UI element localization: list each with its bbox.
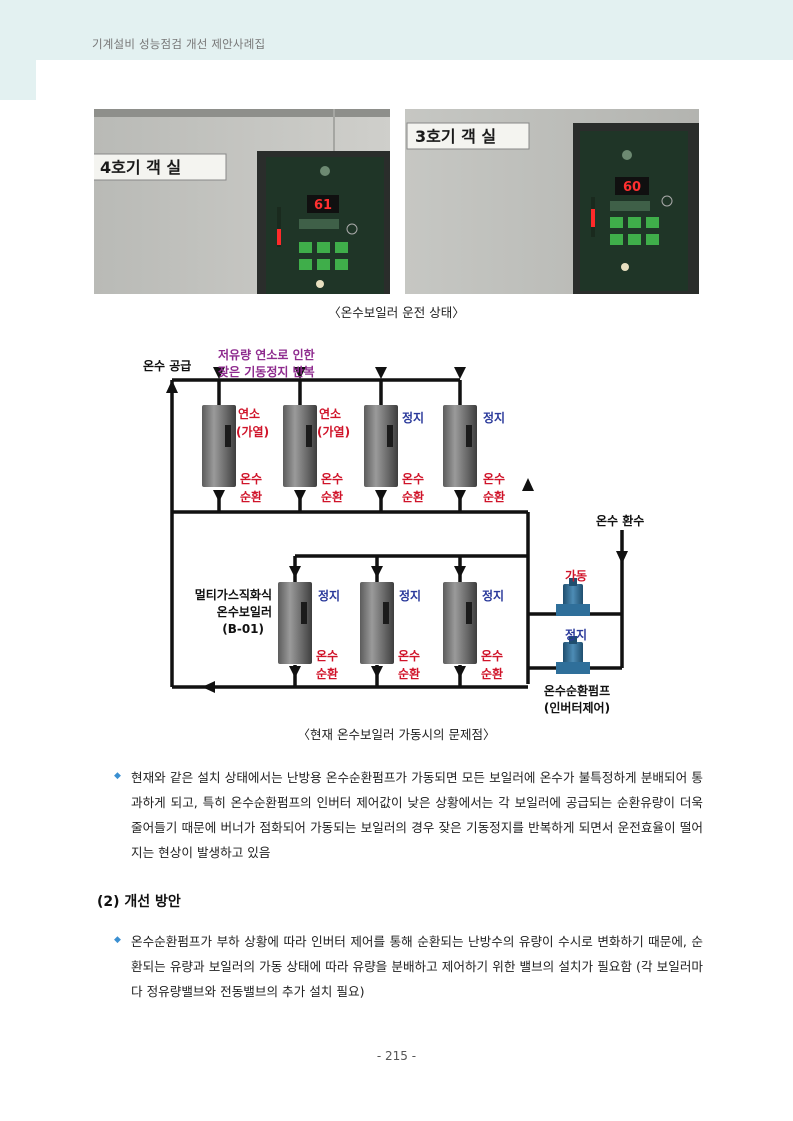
note-line-1: 저유량 연소로 인한 <box>218 347 315 362</box>
flow-bottom-2a: 온수 <box>398 648 420 663</box>
pump-stopped-label: 정지 <box>565 627 587 642</box>
section-title: (2) 개선 방안 <box>97 894 181 910</box>
boiler-photo-unit4: 4호기 객 실 61 <box>94 109 390 294</box>
display-value-right: 60 <box>623 180 641 195</box>
status-bottom-1: 정지 <box>318 588 340 603</box>
flow-top-2a: 온수 <box>321 471 343 486</box>
flow-top-2b: 순환 <box>321 489 343 504</box>
status-top-4: 정지 <box>483 410 505 425</box>
status-top-1: 연소 <box>238 406 260 421</box>
flow-top-1a: 온수 <box>240 471 262 486</box>
pump-running-label: 가동 <box>565 568 587 583</box>
supply-label: 온수 공급 <box>143 358 191 373</box>
pump-stopped-icon <box>556 636 590 674</box>
pump-label-line-1: 온수순환펌프 <box>544 683 610 698</box>
room-label-left: 4호기 객 실 <box>100 158 181 177</box>
improvement-paragraph: 온수순환펌프가 부하 상황에 따라 인버터 제어를 통해 순환되는 난방수의 유… <box>131 934 703 999</box>
header-tab <box>0 60 36 100</box>
flow-bottom-1b: 순환 <box>316 666 338 681</box>
boiler-name-line-1: 멀티가스직화식 <box>195 587 272 602</box>
flow-bottom-1a: 온수 <box>316 648 338 663</box>
page-number: - 215 - <box>376 1049 417 1063</box>
header-title: 기계설비 성능점검 개선 제안사례집 <box>92 37 266 51</box>
boiler-name-line-2: 온수보일러 <box>217 604 272 619</box>
pump-running-icon <box>556 578 590 616</box>
display-value-left: 61 <box>314 198 332 213</box>
boiler-name-line-3: (B-01) <box>222 622 264 636</box>
pump-label-line-2: (인버터제어) <box>544 700 610 715</box>
photo-caption: 〈온수보일러 운전 상태〉 <box>328 305 465 320</box>
note-line-2: 잦은 기동정지 반복 <box>218 364 315 379</box>
diamond-bullet-icon: ◆ <box>114 771 121 781</box>
diagram-caption: 〈현재 온수보일러 가동시의 문제점〉 <box>297 727 496 742</box>
flow-top-3b: 순환 <box>402 489 424 504</box>
status-bottom-2: 정지 <box>399 588 421 603</box>
diamond-bullet-icon: ◆ <box>114 935 121 945</box>
flow-bottom-3b: 순환 <box>481 666 503 681</box>
return-label: 온수 환수 <box>596 513 644 528</box>
flow-top-4b: 순환 <box>483 489 505 504</box>
status-top-2: 연소 <box>319 406 341 421</box>
flow-top-3a: 온수 <box>402 471 424 486</box>
problem-paragraph: 현재와 같은 설치 상태에서는 난방용 온수순환펌프가 가동되면 모든 보일러에… <box>131 770 703 860</box>
flow-bottom-2b: 순환 <box>398 666 420 681</box>
status-bottom-3: 정지 <box>482 588 504 603</box>
boiler-photo-unit3: 3호기 객 실 60 <box>405 109 699 294</box>
status-top-2-sub: (가열) <box>317 424 350 439</box>
room-label-right: 3호기 객 실 <box>415 127 496 146</box>
flow-top-1b: 순환 <box>240 489 262 504</box>
flow-bottom-3a: 온수 <box>481 648 503 663</box>
status-top-3: 정지 <box>402 410 424 425</box>
flow-top-4a: 온수 <box>483 471 505 486</box>
boiler-schematic: 온수 공급 저유량 연소로 인한 잦은 기동정지 반복 연소 (가열) 연소 (… <box>140 340 660 720</box>
status-top-1-sub: (가열) <box>236 424 269 439</box>
header-band <box>0 0 793 60</box>
